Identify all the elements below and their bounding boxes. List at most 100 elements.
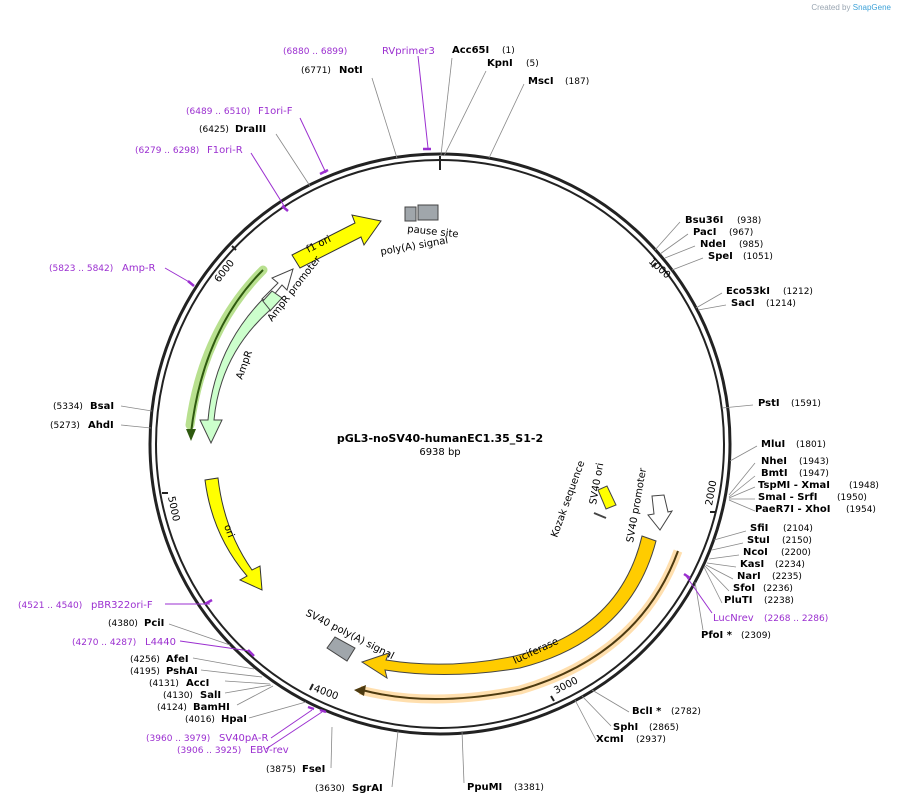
site-stui: StuI	[747, 535, 770, 546]
site-mlui-pos: (1801)	[796, 440, 826, 450]
label-polya-signal: poly(A) signal	[380, 235, 449, 258]
site-pcii-pos: (4380)	[108, 619, 138, 629]
primer-pbr322ori-f: pBR322ori-F	[91, 600, 153, 611]
site-kpni-pos: (5)	[526, 59, 539, 69]
site-sfoi-pos: (2236)	[763, 584, 793, 594]
label-sv40-promoter: SV40 promoter	[625, 466, 649, 543]
feature-sv40-polya: SV40 poly(A) signal	[304, 608, 396, 662]
primer-marks	[187, 147, 691, 714]
backbone-outer	[148, 152, 732, 736]
site-ahdi: AhdI	[88, 420, 114, 431]
site-bcli: BclI *	[632, 706, 662, 717]
primer-leaders	[164, 55, 713, 750]
site-paer7i-xhoi: PaeR7I - XhoI	[755, 504, 831, 515]
site-acci: AccI	[186, 678, 209, 689]
site-pluti-pos: (2238)	[764, 596, 794, 606]
site-msci-pos: (187)	[565, 77, 589, 87]
credit-prefix: Created by	[811, 3, 851, 12]
site-kpni: KpnI	[487, 58, 513, 69]
feature-sv40-promoter: SV40 promoter	[625, 466, 674, 544]
snapgene-brand: SnapGene	[852, 3, 891, 12]
site-labels-right: (6771) NotI Acc65I (1) KpnI (5) MscI (18…	[199, 45, 879, 793]
site-tspmi-xmai: TspMI - XmaI	[758, 480, 830, 491]
feature-ori: ori	[204, 477, 263, 591]
site-bsu36i-pos: (938)	[737, 216, 761, 226]
tick-5000: 5000	[162, 492, 181, 523]
label-ampr: AmpR	[234, 349, 255, 381]
site-pshai-pos: (4195)	[130, 667, 160, 677]
tick-label-5000: 5000	[165, 495, 181, 522]
site-saci: SacI	[731, 298, 755, 309]
site-acc65i: Acc65I	[452, 45, 489, 56]
site-bsai: BsaI	[90, 401, 114, 412]
site-bamhi: BamHI	[193, 702, 230, 713]
site-pcii: PciI	[144, 618, 164, 629]
feature-ampr-promoter: AmpR promoter	[261, 254, 324, 324]
site-nari-pos: (2235)	[772, 572, 802, 582]
tick-1000: 1000	[646, 256, 672, 281]
leader-lines	[120, 57, 758, 788]
tick-label-2000: 2000	[704, 480, 719, 507]
site-paer7i-xhoi-pos: (1954)	[846, 505, 876, 515]
site-labels-left: (3630) SgrAI (3875) FseI (4016) HpaI (41…	[50, 401, 383, 794]
site-bsu36i: Bsu36I	[685, 215, 723, 226]
primer-pbr322ori-f-range: (4521 .. 4540)	[18, 601, 82, 611]
site-sfoi: SfoI	[733, 583, 755, 594]
primer-amp-r: Amp-R	[122, 263, 156, 274]
primer-f1ori-r: F1ori-R	[207, 145, 243, 156]
site-psti: PstI	[758, 398, 780, 409]
plasmid-name: pGL3-noSV40-humanEC1.35_S1-2	[337, 432, 543, 445]
tick-6000: 6000	[213, 245, 237, 285]
site-sphi: SphI	[613, 722, 638, 733]
tick-2000: 2000	[704, 480, 719, 513]
site-tspmi-xmai-pos: (1948)	[849, 481, 879, 491]
site-bamhi-pos: (4124)	[157, 703, 187, 713]
site-hpai: HpaI	[221, 714, 247, 725]
tick-label-1000: 1000	[646, 256, 672, 281]
primer-f1ori-f: F1ori-F	[258, 106, 293, 117]
site-pfoi-pos: (2309)	[741, 631, 771, 641]
site-sali-pos: (4130)	[163, 691, 193, 701]
site-smai-srfi-pos: (1950)	[837, 493, 867, 503]
site-fsei-pos: (3875)	[266, 765, 296, 775]
site-acc65i-pos: (1)	[502, 46, 515, 56]
primer-lucnrev-range: (2268 .. 2286)	[764, 614, 828, 624]
site-sali: SalI	[200, 690, 221, 701]
primer-labels: (6880 .. 6899) RVprimer3 (6489 .. 6510) …	[18, 46, 828, 756]
primer-rvprimer3: RVprimer3	[382, 46, 435, 57]
label-kozak: Kozak sequence	[549, 459, 587, 539]
primer-sv40pa-r: SV40pA-R	[219, 733, 268, 744]
site-ncoi: NcoI	[743, 547, 768, 558]
site-afei: AfeI	[166, 654, 189, 665]
site-notI: NotI	[339, 65, 363, 76]
primer-rvprimer3-range: (6880 .. 6899)	[283, 47, 347, 57]
site-ndei-pos: (985)	[739, 240, 763, 250]
site-ppumi: PpuMI	[467, 782, 502, 793]
site-bsai-pos: (5334)	[53, 402, 83, 412]
site-pshai: PshAI	[166, 666, 198, 677]
site-pluti: PluTI	[724, 595, 752, 606]
site-ppumi-pos: (3381)	[514, 783, 544, 793]
site-afei-pos: (4256)	[130, 655, 160, 665]
site-sphi-pos: (2865)	[649, 723, 679, 733]
primer-ebv-rev-range: (3906 .. 3925)	[177, 746, 241, 756]
site-eco53ki-pos: (1212)	[783, 287, 813, 297]
feature-luciferase: luciferase	[354, 535, 683, 704]
site-xcmi: XcmI	[596, 734, 624, 745]
site-sgrai: SgrAI	[352, 783, 383, 794]
site-fsei: FseI	[302, 764, 325, 775]
primer-lucnrev: LucNrev	[713, 613, 754, 624]
snapgene-credit: Created by SnapGene	[811, 3, 891, 12]
primer-f1ori-r-range: (6279 .. 6298)	[135, 146, 199, 156]
site-draiii: DraIII	[235, 124, 266, 135]
site-sfii: SfiI	[750, 523, 768, 534]
label-pause-site: pause site	[407, 224, 459, 240]
primer-ebv-rev: EBV-rev	[250, 745, 289, 756]
plasmid-length: 6938 bp	[419, 447, 460, 458]
site-bcli-pos: (2782)	[671, 707, 701, 717]
site-sgrai-pos: (3630)	[315, 784, 345, 794]
site-nari: NarI	[737, 571, 761, 582]
site-pfoi: PfoI *	[701, 630, 733, 641]
label-ori: ori	[221, 523, 236, 539]
